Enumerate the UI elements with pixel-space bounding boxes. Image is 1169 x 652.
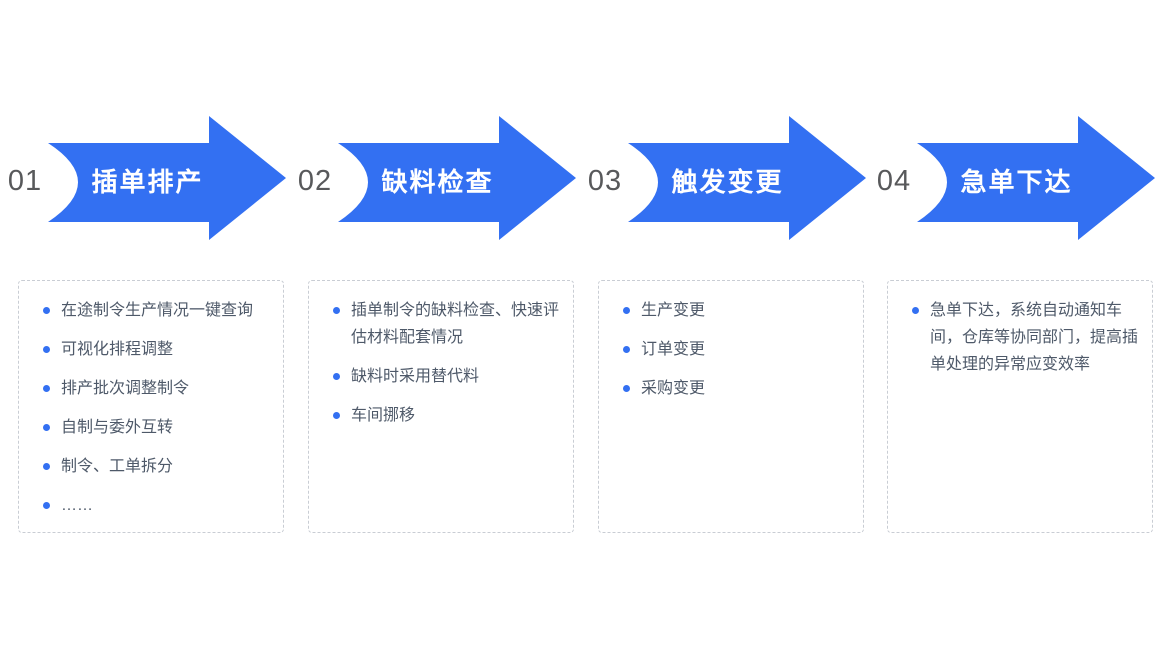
bullet-dot-icon <box>623 346 630 353</box>
step-title: 触发变更 <box>671 167 784 197</box>
step-title: 急单下达 <box>960 167 1073 197</box>
bullet-item: 缺料时采用替代料 <box>333 363 559 390</box>
bullet-text: 生产变更 <box>641 302 706 319</box>
bullet-item: 订单变更 <box>623 336 849 363</box>
bullet-item: 插单制令的缺料检查、快速评估材料配套情况 <box>333 297 559 351</box>
bullet-item: 可视化排程调整 <box>43 336 269 363</box>
bullet-text: 车间挪移 <box>351 407 416 424</box>
bullet-dot-icon <box>43 463 50 470</box>
bullet-text: 缺料时采用替代料 <box>351 368 480 385</box>
flow-arrow-shape <box>917 116 1155 240</box>
bullet-dot-icon <box>623 307 630 314</box>
step-number: 04 <box>876 165 912 197</box>
bullet-dot-icon <box>43 346 50 353</box>
bullet-item: 急单下达，系统自动通知车间，仓库等协同部门，提高插单处理的异常应变效率 <box>912 297 1138 378</box>
bullet-item: 排产批次调整制令 <box>43 375 269 402</box>
bullet-item: 采购变更 <box>623 375 849 402</box>
bullet-dot-icon <box>333 307 340 314</box>
bullet-box: 在途制令生产情况一键查询 可视化排程调整 排产批次调整制令 自制与委外互转 制令… <box>18 280 284 533</box>
flow-arrow-shape <box>338 116 576 240</box>
step-column-4: 04 急单下达 急单下达，系统自动通知车间，仓库等协同部门，提高插单处理的异常应… <box>869 0 1169 652</box>
step-title: 缺料检查 <box>381 167 494 197</box>
bullet-text: 订单变更 <box>641 341 706 358</box>
bullet-item: 自制与委外互转 <box>43 414 269 441</box>
step-number: 03 <box>587 165 623 197</box>
bullet-list: 在途制令生产情况一键查询 可视化排程调整 排产批次调整制令 自制与委外互转 制令… <box>43 297 269 519</box>
flow-arrow-icon <box>48 116 286 240</box>
flow-arrow-icon <box>338 116 576 240</box>
flow-arrow-shape <box>628 116 866 240</box>
bullet-text: 在途制令生产情况一键查询 <box>61 302 254 319</box>
step-column-2: 02 缺料检查 插单制令的缺料检查、快速评估材料配套情况 缺料时采用替代料 车间… <box>290 0 590 652</box>
bullet-list: 生产变更 订单变更 采购变更 <box>623 297 849 402</box>
step-number: 01 <box>7 165 43 197</box>
bullet-text: 采购变更 <box>641 380 706 397</box>
flow-arrow-shape <box>48 116 286 240</box>
bullet-dot-icon <box>43 307 50 314</box>
bullet-box: 生产变更 订单变更 采购变更 <box>598 280 864 533</box>
step-title: 插单排产 <box>91 167 204 197</box>
bullet-list: 插单制令的缺料检查、快速评估材料配套情况 缺料时采用替代料 车间挪移 <box>333 297 559 429</box>
bullet-dot-icon <box>912 307 919 314</box>
bullet-list: 急单下达，系统自动通知车间，仓库等协同部门，提高插单处理的异常应变效率 <box>912 297 1138 378</box>
bullet-dot-icon <box>43 424 50 431</box>
bullet-box: 插单制令的缺料检查、快速评估材料配套情况 缺料时采用替代料 车间挪移 <box>308 280 574 533</box>
bullet-dot-icon <box>623 385 630 392</box>
bullet-dot-icon <box>43 502 50 509</box>
bullet-dot-icon <box>43 385 50 392</box>
bullet-text: 制令、工单拆分 <box>61 458 174 475</box>
bullet-box: 急单下达，系统自动通知车间，仓库等协同部门，提高插单处理的异常应变效率 <box>887 280 1153 533</box>
bullet-text: 自制与委外互转 <box>61 419 174 436</box>
bullet-text: 可视化排程调整 <box>61 341 174 358</box>
step-number: 02 <box>297 165 333 197</box>
bullet-text: …… <box>61 497 93 514</box>
bullet-dot-icon <box>333 412 340 419</box>
bullet-item: 车间挪移 <box>333 402 559 429</box>
bullet-text: 插单制令的缺料检查、快速评估材料配套情况 <box>351 302 560 346</box>
bullet-text: 排产批次调整制令 <box>61 380 190 397</box>
bullet-dot-icon <box>333 373 340 380</box>
bullet-text: 急单下达，系统自动通知车间，仓库等协同部门，提高插单处理的异常应变效率 <box>930 302 1139 373</box>
bullet-item: 制令、工单拆分 <box>43 453 269 480</box>
step-column-1: 01 插单排产 在途制令生产情况一键查询 可视化排程调整 排产批次调整制令 自制… <box>0 0 300 652</box>
bullet-item: 在途制令生产情况一键查询 <box>43 297 269 324</box>
bullet-item: 生产变更 <box>623 297 849 324</box>
bullet-item: …… <box>43 492 269 519</box>
flow-arrow-icon <box>628 116 866 240</box>
flow-arrow-icon <box>917 116 1155 240</box>
step-column-3: 03 触发变更 生产变更 订单变更 采购变更 <box>580 0 880 652</box>
